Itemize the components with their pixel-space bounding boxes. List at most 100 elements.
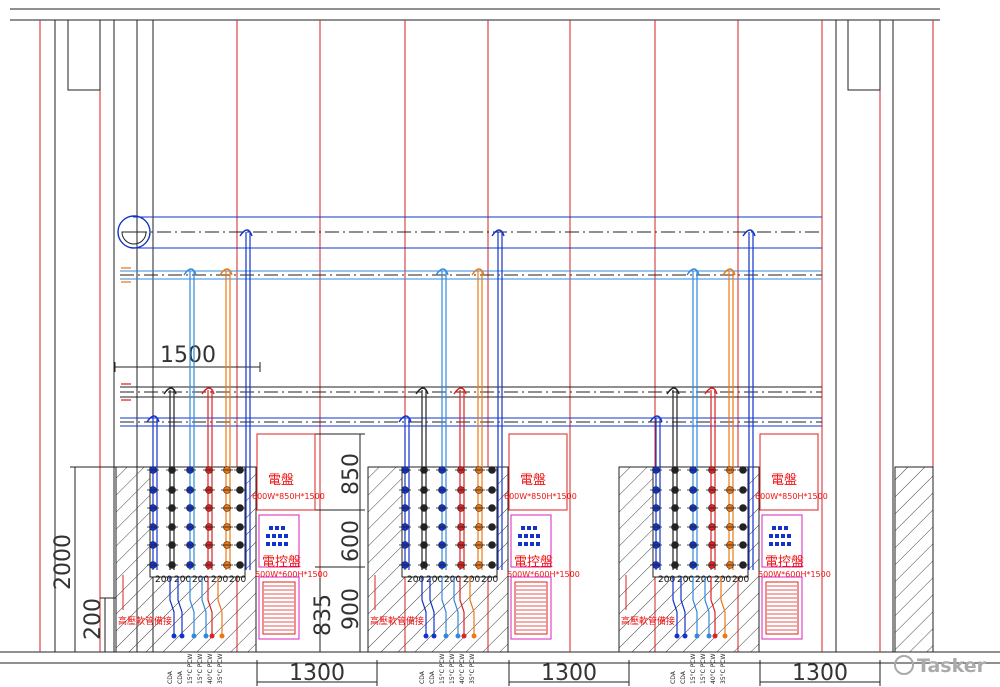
control-panel-icon [775,542,779,546]
control-panel-icon [284,542,288,546]
pipe-label: 15°C PCW [700,653,707,684]
gap-dimension: 200 [211,575,228,585]
cabinet-inner [262,581,296,635]
drop-outlet [461,633,467,639]
drop-outlet [682,633,688,639]
pipe-label: 15°C PCW [439,653,446,684]
control-panel-icon [787,534,791,538]
header-pipes [117,215,822,427]
dim-panel-middle: 600 [339,520,364,562]
drop-pipe [704,577,710,636]
dim-panel-upper: 850 [339,453,364,495]
control-panel-icon [530,542,534,546]
drop-pipe [469,577,475,636]
riser-elbow [704,387,718,395]
drop-outlet [219,633,225,639]
electrical-panel-title: 電盤 [771,473,797,488]
drop-pipe [421,577,427,636]
drop-outlet [203,633,209,639]
pipe-label: 40°C PCW [710,653,717,684]
control-panel-icon [787,542,791,546]
dimension-unit-width: 1300 [792,661,848,686]
control-panel-title: 電控盤 [262,555,301,570]
control-panel-icon [536,534,540,538]
drop-pipe [201,577,207,636]
drop-pipe [189,577,195,636]
control-panel [258,514,300,568]
pipe-label: 35°C PCW [469,653,476,684]
gap-dimension: 200 [463,575,480,585]
control-panel-title: 電控盤 [514,555,553,570]
pipe-label: CDA [670,670,677,684]
control-panel-icon [521,526,525,530]
right-wall [894,466,934,653]
cabinet [258,576,300,640]
control-panel-icon [281,526,285,530]
drop-outlet [674,633,680,639]
electrical-panel-size: 600W*850H*1500 [504,492,577,501]
drop-pipe [207,577,213,636]
riser-elbow [491,229,505,237]
control-panel-icon [781,542,785,546]
cabinet [510,576,552,640]
watermark-text: Tasker [916,655,986,677]
dimension-unit-width: 1300 [289,661,345,686]
drop-outlet [455,633,461,639]
electrical-panel [256,433,316,511]
riser-elbow [666,387,680,395]
control-panel-title: 電控盤 [765,555,804,570]
riser-elbow [471,268,485,276]
valve-rack [401,466,498,578]
control-panel-icon [536,542,540,546]
pipe-label: 35°C PCW [217,653,224,684]
control-panel-icon [284,534,288,538]
riser-elbow [146,415,160,423]
drop-outlet [171,633,177,639]
riser-elbow [649,415,663,423]
electrical-panel [759,433,819,511]
drop-pipe [710,577,716,636]
pipe-label: 40°C PCW [459,653,466,684]
pipe-label: 15°C PCW [197,653,204,684]
control-panel-icon [272,534,276,538]
drop-pipe [429,577,435,636]
control-panel-icon [266,534,270,538]
electrical-panel [508,433,568,511]
control-panel-icon [524,542,528,546]
tasker-logo-icon [893,654,914,675]
control-panel-icon [533,526,537,530]
control-panel-icon [769,542,773,546]
riser-elbow [415,387,429,395]
riser-elbow [398,415,412,423]
riser-elbow [163,387,177,395]
riser-elbow [453,387,467,395]
hose-note: 高壓軟管備接 [118,615,172,627]
drop-pipe [217,577,223,636]
pipe-label: CDA [177,670,184,684]
control-panel-icon [769,534,773,538]
riser-elbow [742,229,756,237]
gap-dimension: 200 [192,575,209,585]
control-panel-icon [278,542,282,546]
control-panel-icon [269,526,273,530]
control-panel-icon [781,534,785,538]
control-panel-icon [275,526,279,530]
drop-pipe [680,577,686,636]
valve-rack [149,466,246,578]
pipe-label: CDA [680,670,687,684]
gap-dimension: 200 [714,575,731,585]
riser-elbow [201,387,215,395]
electrical-panel-title: 電盤 [268,473,294,488]
hose-note: 高壓軟管備接 [621,615,675,627]
gap-dimension: 200 [155,575,172,585]
gap-dimension: 200 [229,575,246,585]
drop-pipe [169,577,175,636]
pipe-label: 35°C PCW [720,653,727,684]
electrical-panel-size: 600W*850H*1500 [252,492,325,501]
control-panel-icon [518,534,522,538]
drop-outlet [706,633,712,639]
